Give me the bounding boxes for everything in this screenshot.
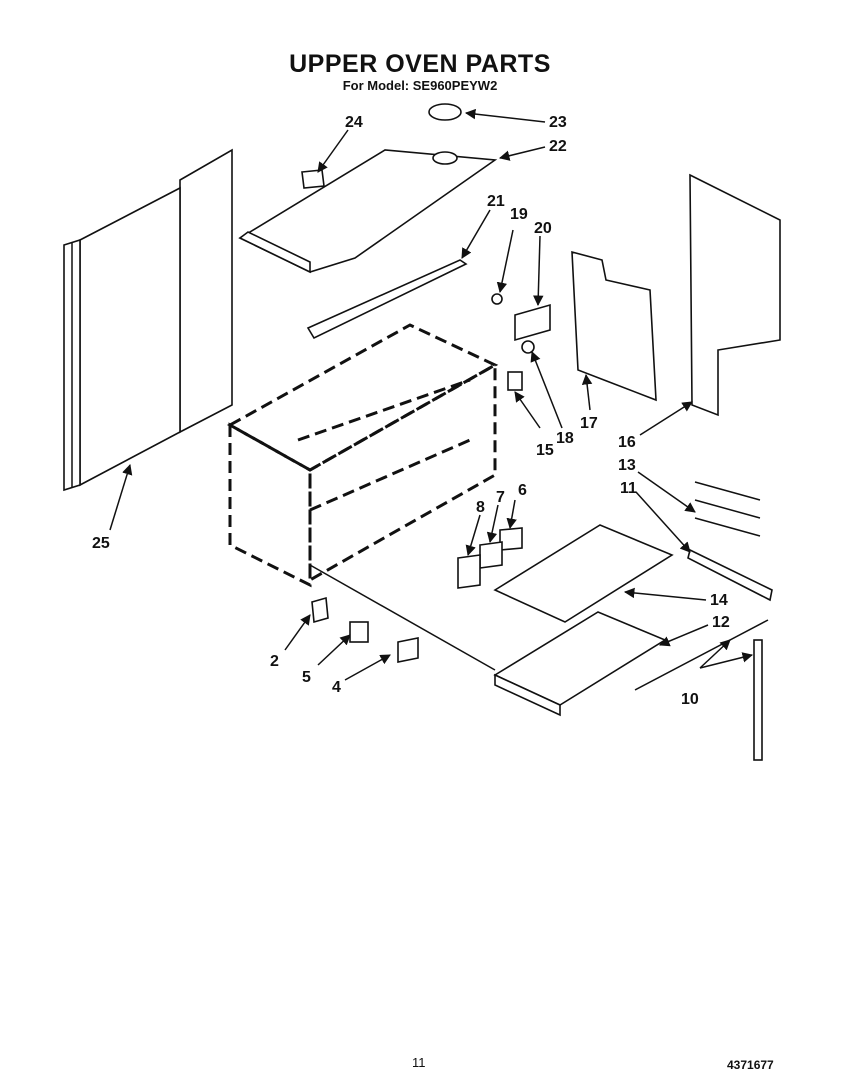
part-22-top-cover [238,149,498,274]
part-12-broiler-pan [493,611,667,717]
callout-20: 20 [534,220,552,237]
part-10-trim [634,619,769,691]
callout-15: 15 [536,442,554,459]
callout-2: 2 [270,653,279,670]
part-2-bracket [311,596,329,624]
callout-19: 19 [510,206,528,223]
callout-23: 23 [549,114,567,131]
callout-labels: 23 22 24 21 19 20 17 18 15 16 13 11 14 1… [92,114,730,708]
callout-8: 8 [476,499,485,516]
part-25-side-panel [63,148,233,492]
callout-25: 25 [92,535,110,552]
part-21-trim [306,259,468,340]
part-19-switch [491,293,503,305]
callout-22: 22 [549,138,567,155]
callout-10: 10 [681,691,699,708]
part-4-bracket [397,637,419,663]
callout-21: 21 [487,193,505,210]
oven-cavity-outline [226,323,499,588]
part-11-rail [687,548,773,602]
page-title: UPPER OVEN PARTS [289,50,551,78]
callout-24: 24 [345,114,363,131]
part-17-back-plate [571,250,657,402]
page-number: 11 [412,1055,426,1070]
part-18-knob [521,340,535,354]
model-subtitle: For Model: SE960PEYW2 [342,78,498,93]
part-10-trim-vertical [753,639,763,761]
callout-4: 4 [332,679,341,696]
part-16-side-panel [689,173,781,417]
part-13-rack-guides [694,481,761,537]
document-number: 4371677 [727,1058,774,1072]
part-14-oven-rack [493,524,674,623]
part-24-clip [301,169,325,189]
callout-13: 13 [618,457,636,474]
part-5-bracket [349,621,369,643]
callout-18: 18 [556,430,574,447]
part-8-plate [457,554,481,589]
part-6-plate [499,527,523,551]
callout-11: 11 [620,480,637,497]
callout-6: 6 [518,482,527,499]
callout-16: 16 [618,434,636,451]
callout-7: 7 [496,489,505,506]
callout-14: 14 [710,592,728,609]
callout-12: 12 [712,614,730,631]
part-23-cap [428,103,462,121]
leader-lines [109,108,754,681]
part-20-bracket [514,303,551,342]
part-7-plate [479,541,503,569]
callout-5: 5 [302,669,311,686]
callout-17: 17 [580,415,598,432]
part-15-connector [507,371,523,391]
